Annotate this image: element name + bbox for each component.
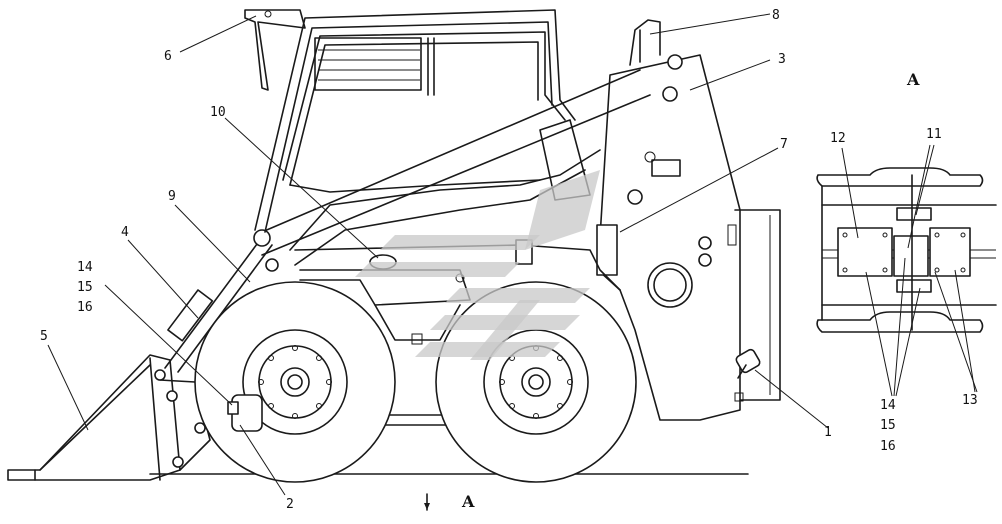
callout-5: 5 — [40, 329, 48, 344]
arrow-view-label: A — [461, 492, 475, 511]
callout-15-right: 15 — [880, 418, 896, 433]
callout-7: 7 — [780, 137, 788, 152]
watermark-logo — [355, 170, 600, 360]
callout-12: 12 — [830, 131, 846, 146]
rear-wheel — [435, 281, 637, 483]
tilt-cylinder — [164, 239, 273, 373]
tail-light — [735, 348, 761, 379]
callout-1: 1 — [824, 425, 832, 440]
callout-16-left: 16 — [77, 300, 93, 315]
detail-view-label: A — [906, 70, 920, 89]
callout-11: 11 — [926, 127, 942, 142]
callout-14-left: 14 — [77, 260, 93, 275]
callout-9: 9 — [168, 189, 176, 204]
callout-6: 6 — [164, 49, 172, 64]
view-arrow — [424, 493, 430, 511]
front-light — [227, 394, 263, 432]
leader-lines — [47, 13, 978, 496]
callout-2: 2 — [286, 497, 294, 512]
callout-16-right: 16 — [880, 439, 896, 454]
exhaust-pipe — [629, 19, 661, 66]
callout-13: 13 — [962, 393, 978, 408]
front-wheel — [194, 281, 396, 483]
callout-4: 4 — [121, 225, 129, 240]
bucket — [7, 354, 211, 481]
callout-10: 10 — [210, 105, 226, 120]
callout-8: 8 — [772, 8, 780, 23]
detail-view-a — [816, 167, 997, 333]
callout-14-right: 14 — [880, 398, 896, 413]
callout-3: 3 — [778, 52, 786, 67]
cab-frame — [244, 9, 576, 233]
callout-15-left: 15 — [77, 280, 93, 295]
